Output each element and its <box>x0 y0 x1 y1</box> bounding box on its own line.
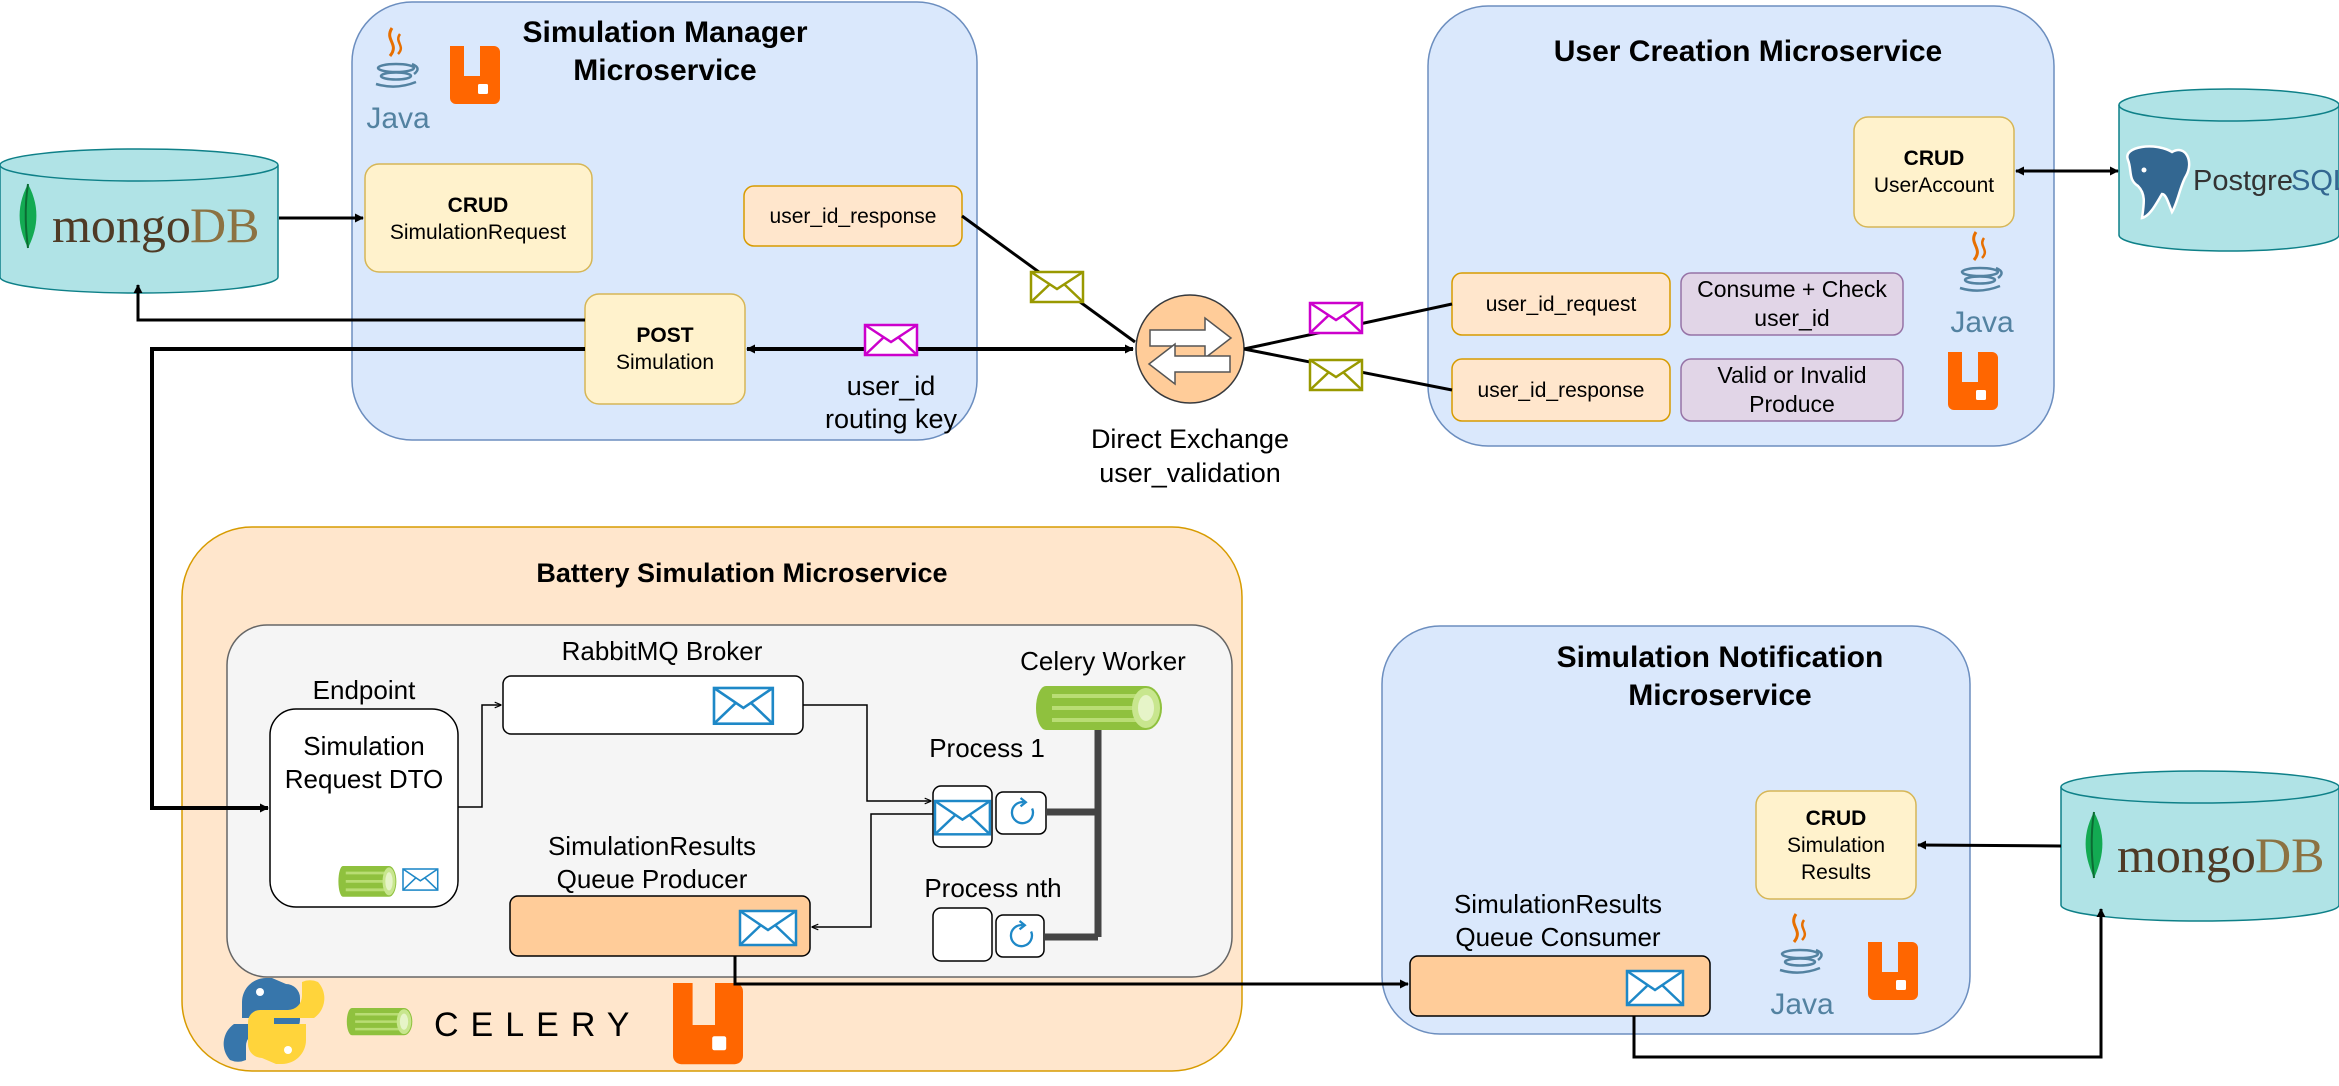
svg-text:Java: Java <box>1950 306 2014 339</box>
dto-label: Simulation <box>303 731 424 761</box>
exchange-label-2: user_validation <box>1099 458 1281 488</box>
mongodb-to-crud-results-arrow <box>1917 840 2062 850</box>
simulation-results-producer-queue[interactable] <box>509 895 811 957</box>
celery-wordmark: CELERY <box>434 1006 641 1044</box>
python-icon <box>223 978 325 1064</box>
battery-inner-panel <box>226 624 1233 978</box>
queue-request-label: user_id_request <box>1486 293 1637 316</box>
post-title: POST <box>636 324 693 347</box>
message-envelope-icon <box>1308 301 1364 335</box>
routing-key-label: user_id <box>847 371 936 401</box>
java-icon: Java <box>366 26 430 135</box>
celery-worker-icon <box>1034 684 1164 732</box>
produce-label-2: Produce <box>1749 391 1835 417</box>
post-label: Simulation <box>616 351 714 374</box>
direct-exchange-icon[interactable] <box>1135 294 1245 404</box>
mongodb-logo-text: mongo <box>2117 827 2256 883</box>
elephant-icon <box>2126 145 2191 220</box>
produce-label: Valid or Invalid <box>1717 362 1866 388</box>
mongodb-logo-text: mongo <box>52 197 191 253</box>
crud-label: Simulation <box>1787 834 1885 857</box>
battery-simulation-title: Battery Simulation Microservice <box>536 558 947 588</box>
svg-text:Java: Java <box>1770 988 1834 1021</box>
crud-user-account-box[interactable] <box>1853 116 2015 228</box>
simulation-manager-title: Simulation Manager <box>522 16 807 49</box>
queue-response-label: user_id_response <box>1478 379 1645 402</box>
java-icon: Java <box>1950 230 2014 339</box>
simulation-request-dto-box[interactable] <box>269 708 459 908</box>
user-creation-panel <box>1427 5 2055 447</box>
dto-to-broker-arrow <box>458 705 501 808</box>
simulation-notification-panel <box>1381 625 1971 1035</box>
crud-simulation-request-box[interactable] <box>364 163 593 273</box>
postgresql-database[interactable]: Postgre SQL <box>2118 88 2339 252</box>
java-icon: Java <box>1770 912 1834 1021</box>
consume-label: Consume + Check <box>1697 276 1887 302</box>
envelope-icon <box>1625 969 1685 1007</box>
celery-worker-label: Celery Worker <box>1020 646 1186 676</box>
crud-label: SimulationRequest <box>390 221 566 244</box>
process-nth-label: Process nth <box>924 873 1061 903</box>
consume-label-2: user_id <box>1754 305 1829 331</box>
mongodb-database-right[interactable]: mongo DB <box>2060 770 2339 922</box>
endpoint-label: Endpoint <box>313 675 416 705</box>
simulation-notification-title: Simulation Notification <box>1557 641 1884 674</box>
celery-logo-icon <box>345 1006 414 1037</box>
worker-connector <box>1044 730 1102 941</box>
process-1-label: Process 1 <box>929 733 1045 763</box>
process-to-producer-arrow <box>812 813 933 927</box>
crud-title: CRUD <box>1806 807 1867 830</box>
svg-text:Java: Java <box>366 102 430 135</box>
postgres-logo-text-sql: SQL <box>2291 165 2339 197</box>
crud-title: CRUD <box>1904 147 1965 170</box>
simulation-manager-panel <box>351 1 978 441</box>
routing-key-label-2: routing key <box>825 404 958 434</box>
crud-simulation-results-box[interactable] <box>1755 790 1917 900</box>
mongodb-logo-text-db: DB <box>2255 827 2324 883</box>
user-creation-title: User Creation Microservice <box>1554 35 1943 68</box>
message-envelope-icon <box>863 323 919 357</box>
consume-check-box[interactable] <box>1680 272 1904 336</box>
producer-label: SimulationResults <box>548 831 756 861</box>
process-nth-box[interactable] <box>932 907 993 962</box>
consumer-label: SimulationResults <box>1454 889 1662 919</box>
simulation-manager-title-2: Microservice <box>573 54 756 87</box>
valid-invalid-box[interactable] <box>1680 358 1904 422</box>
producer-label-2: Queue Producer <box>557 864 748 894</box>
postgres-logo-text: Postgre <box>2193 165 2293 197</box>
post-to-mongodb-arrow <box>133 284 585 322</box>
producer-to-consumer-arrow <box>733 956 1409 989</box>
envelope-icon <box>712 686 775 726</box>
envelope-icon <box>738 909 798 947</box>
broker-to-process-arrow <box>803 704 931 801</box>
dto-label-2: Request DTO <box>285 764 443 794</box>
message-envelope-icon <box>1308 358 1364 392</box>
post-to-endpoint-arrow <box>150 347 585 813</box>
crud-title: CRUD <box>448 194 509 217</box>
consumer-label-2: Queue Consumer <box>1455 922 1661 952</box>
post-simulation-box[interactable] <box>584 293 746 405</box>
exchange-label: Direct Exchange <box>1091 424 1289 454</box>
crud-label-2: Results <box>1801 861 1871 884</box>
mongodb-database-left[interactable]: mongo DB <box>0 148 279 294</box>
simulation-notification-title-2: Microservice <box>1628 679 1811 712</box>
mongodb-logo-text-db: DB <box>190 197 259 253</box>
message-envelope-icon <box>1029 270 1085 304</box>
queue-label: user_id_response <box>770 205 937 228</box>
consumer-to-mongodb-arrow <box>1632 908 2106 1059</box>
envelope-icon <box>933 799 992 836</box>
crud-label: UserAccount <box>1874 174 1994 197</box>
rabbitmq-broker-label: RabbitMQ Broker <box>562 636 763 666</box>
